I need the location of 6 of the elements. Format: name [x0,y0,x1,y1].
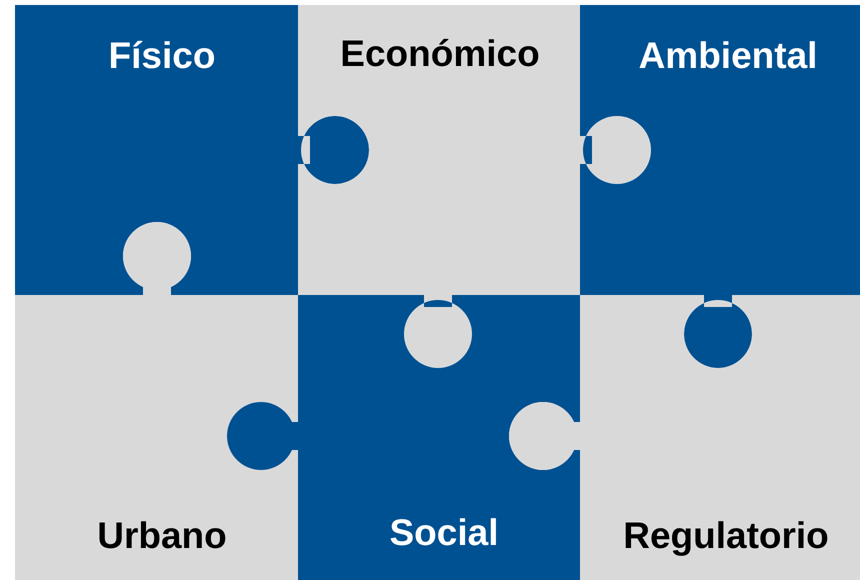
piece-label: Ambiental [638,35,818,77]
piece-label: Social [390,512,498,554]
piece-label: Regulatorio [623,515,829,557]
piece-label: Físico [108,35,216,77]
piece-label: Económico [340,33,540,75]
piece-label: Urbano [97,515,227,557]
